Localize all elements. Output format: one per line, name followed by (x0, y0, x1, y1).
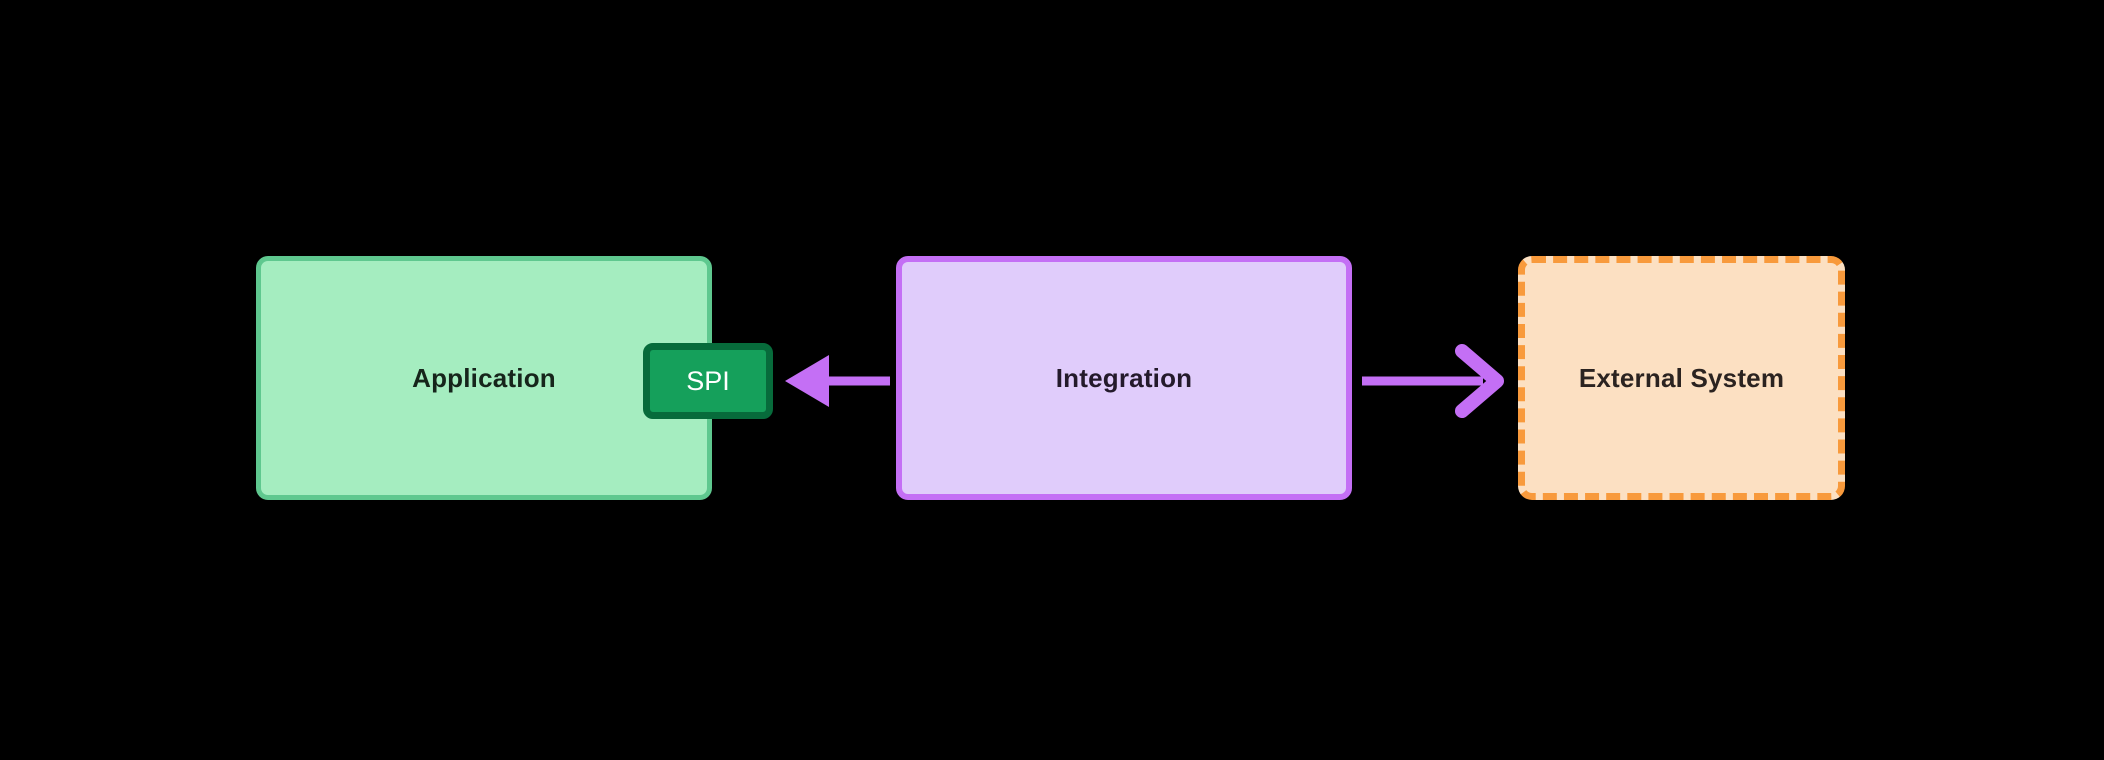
node-application[interactable]: Application (256, 256, 712, 500)
edge-integration-to-spi-arrowhead (785, 355, 829, 407)
edge-integration-to-external-system (1362, 344, 1504, 418)
node-application-label: Application (412, 363, 556, 393)
edge-integration-to-spi (785, 355, 890, 407)
node-external-system[interactable]: External System (1518, 256, 1845, 500)
node-integration[interactable]: Integration (896, 256, 1352, 500)
node-integration-label: Integration (1055, 363, 1193, 393)
edge-integration-to-external-system-arrowhead (1455, 344, 1504, 418)
node-external-system-label: External System (1578, 363, 1785, 393)
spi-badge[interactable]: SPI (643, 343, 773, 419)
spi-badge-label: SPI (686, 365, 730, 396)
